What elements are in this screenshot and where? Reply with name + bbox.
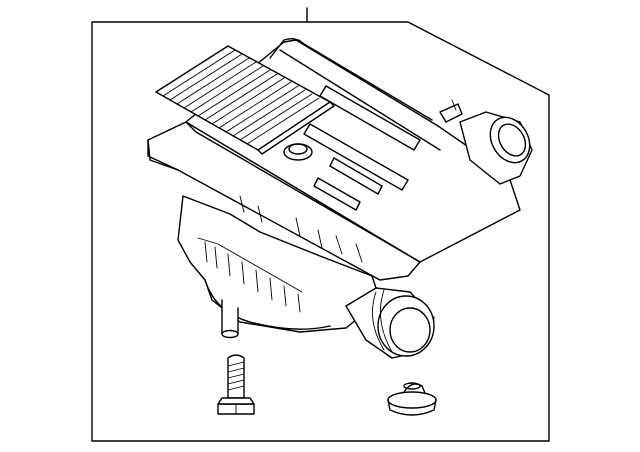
outlet-tube bbox=[439, 99, 533, 185]
mounting-bolt bbox=[217, 354, 255, 415]
air-filter-element bbox=[155, 45, 335, 155]
air-box-lower-housing bbox=[177, 195, 381, 339]
parts-frame bbox=[91, 21, 550, 442]
rubber-grommet bbox=[387, 382, 437, 416]
inlet-tube bbox=[345, 287, 435, 359]
